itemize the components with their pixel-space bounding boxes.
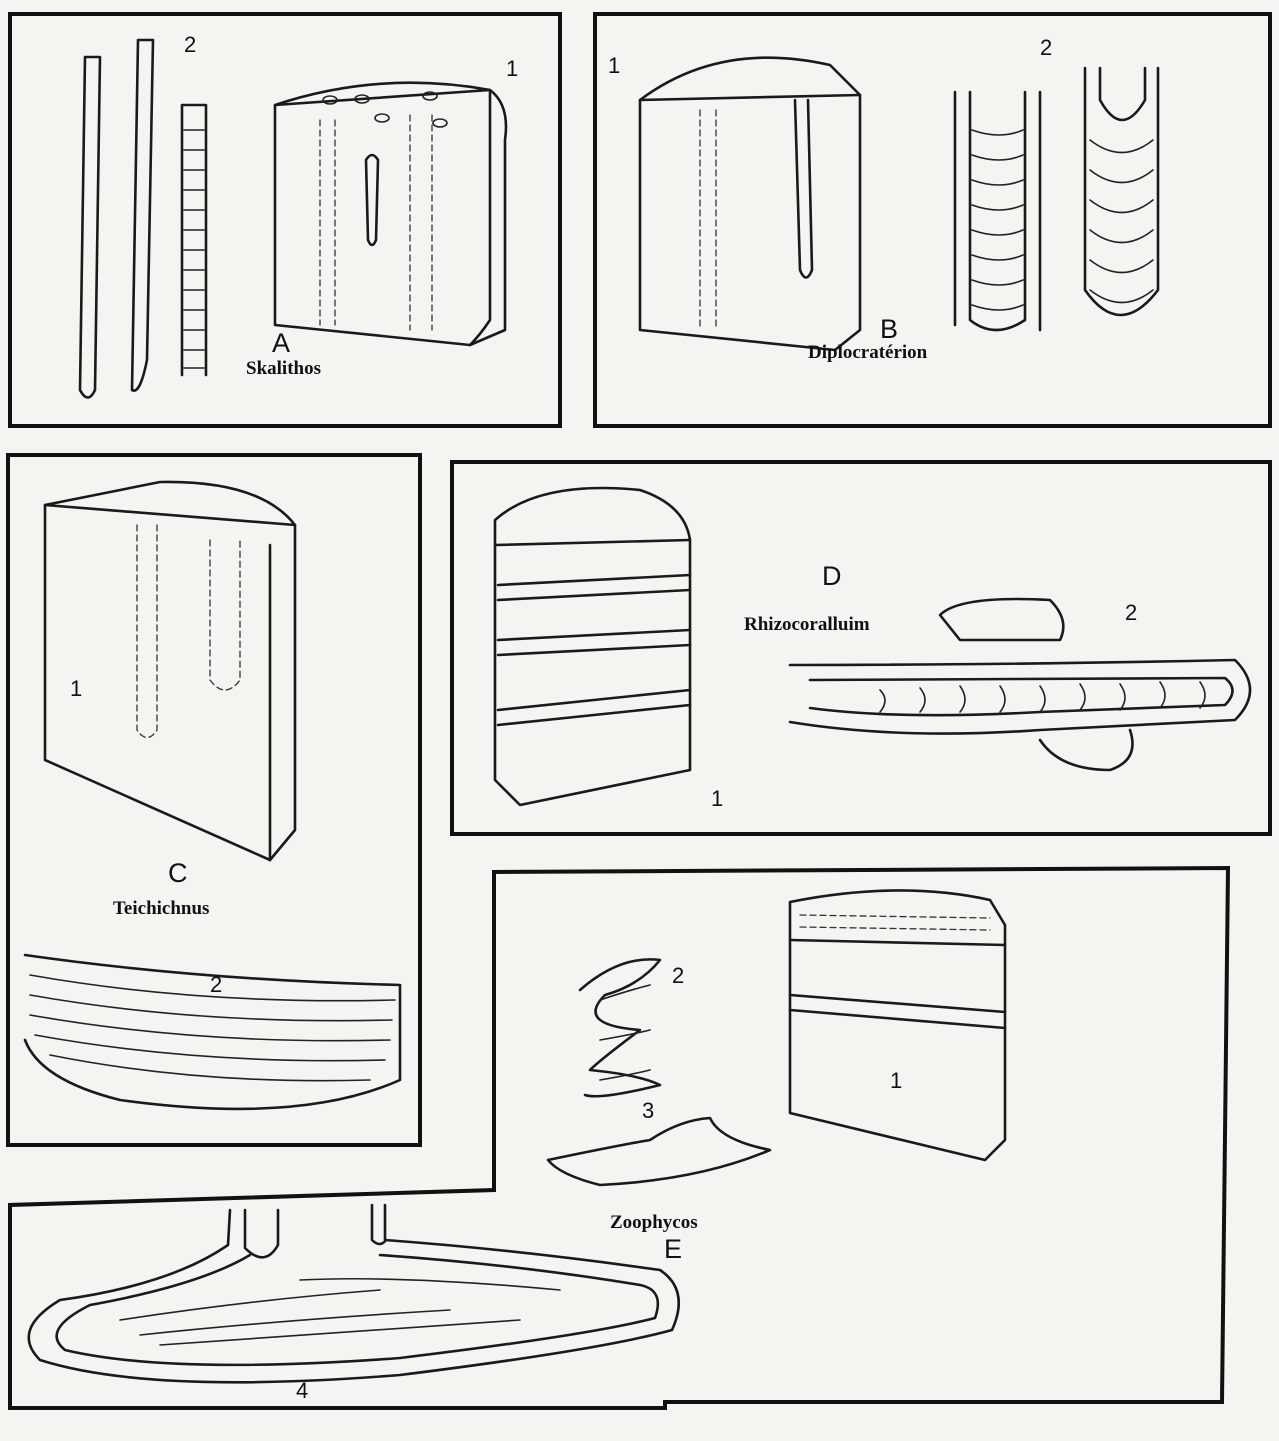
u-burrow-inner bbox=[810, 678, 1233, 715]
label-1: 1 bbox=[890, 1068, 902, 1093]
label-1: 1 bbox=[70, 676, 82, 701]
block-diagram bbox=[640, 58, 860, 350]
lobate-spreite bbox=[548, 1118, 770, 1185]
label-2: 2 bbox=[184, 32, 196, 57]
label-2: 2 bbox=[672, 963, 684, 988]
burrow-in-block bbox=[366, 155, 378, 245]
panel-b-frame bbox=[595, 14, 1270, 426]
burrow-tube-tapered bbox=[132, 40, 153, 391]
bedding-layers bbox=[790, 940, 1005, 1028]
label-1: 1 bbox=[506, 56, 518, 81]
label-2: 2 bbox=[1125, 600, 1137, 625]
annulations bbox=[184, 130, 204, 368]
panel-name: Rhizocoralluim bbox=[744, 614, 870, 635]
panel-letter: C bbox=[168, 858, 188, 888]
bedding-layers bbox=[498, 575, 690, 725]
panel-letter: A bbox=[272, 328, 290, 358]
label-4: 4 bbox=[296, 1378, 308, 1403]
panel-c: 1 2 C Teichichnus bbox=[8, 455, 420, 1145]
panel-e: 1 2 3 4 Zoophycos E bbox=[10, 868, 1228, 1408]
block-diagram bbox=[45, 482, 295, 860]
block-edge bbox=[640, 95, 860, 100]
large-lobe-lamellae bbox=[120, 1279, 560, 1345]
u-burrow bbox=[790, 660, 1250, 734]
burrow-tube-annulated bbox=[182, 105, 206, 375]
label-2: 2 bbox=[1040, 35, 1052, 60]
panel-name: Teichichnus bbox=[113, 898, 209, 919]
u-burrow-limb bbox=[795, 100, 812, 278]
panel-name: Diplocratérion bbox=[808, 342, 928, 363]
block-edge bbox=[275, 90, 506, 345]
oblique-burrow bbox=[940, 599, 1063, 640]
u-burrow-limb bbox=[700, 110, 716, 330]
panel-letter: E bbox=[664, 1234, 682, 1264]
panel-a: 1 2 A Skalithos bbox=[10, 14, 560, 426]
label-1: 1 bbox=[711, 786, 723, 811]
panel-d: 1 2 D Rhizocoralluim bbox=[452, 462, 1270, 834]
panel-name: Zoophycos bbox=[610, 1212, 698, 1233]
block-edge bbox=[45, 505, 295, 860]
label-3: 3 bbox=[642, 1098, 654, 1123]
panel-d-frame bbox=[452, 462, 1270, 834]
large-lobe-inner bbox=[57, 1255, 658, 1365]
label-1: 1 bbox=[608, 53, 620, 78]
top-surface-texture bbox=[800, 915, 990, 930]
panel-letter: D bbox=[822, 561, 842, 591]
vertical-spreite-burrows bbox=[137, 525, 240, 738]
u-tube-2 bbox=[1085, 68, 1158, 315]
spreite bbox=[972, 130, 1023, 310]
large-lobe bbox=[29, 1205, 679, 1382]
burrow-tube-smooth bbox=[80, 57, 100, 398]
oblique-burrow-lower bbox=[1040, 730, 1133, 770]
block-edge bbox=[495, 540, 690, 545]
panel-b: 1 2 B Diplocratérion bbox=[595, 14, 1270, 426]
helical-lamellae bbox=[600, 985, 650, 1080]
panel-letter: B bbox=[880, 314, 898, 344]
u-tube-1 bbox=[955, 92, 1040, 330]
label-2: 2 bbox=[210, 972, 222, 997]
spreite bbox=[1090, 140, 1153, 303]
panel-name: Skalithos bbox=[246, 358, 321, 379]
